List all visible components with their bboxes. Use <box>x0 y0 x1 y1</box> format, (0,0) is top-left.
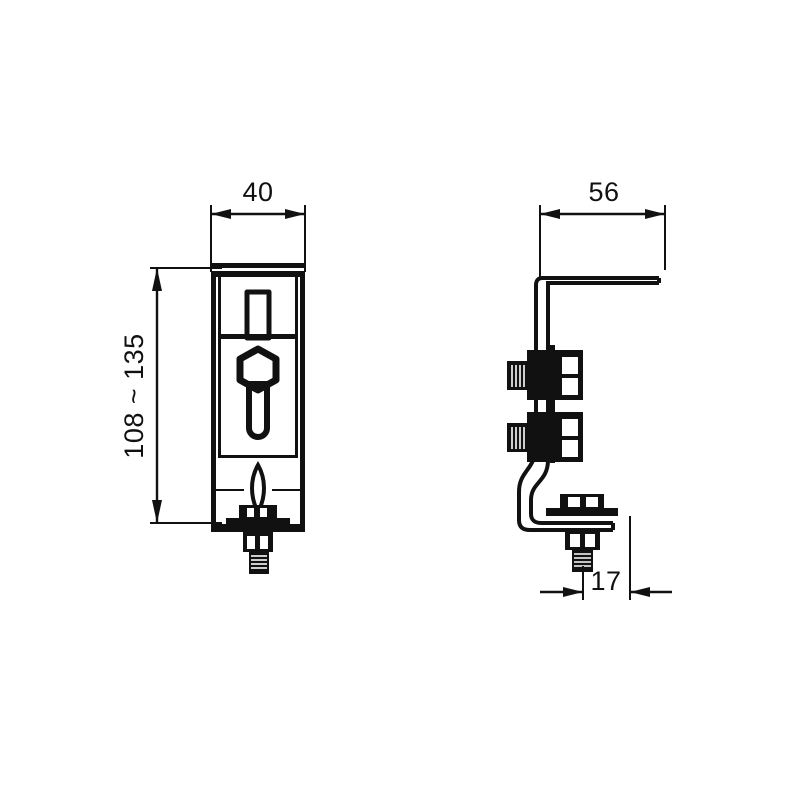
top-cap-bar <box>211 263 305 268</box>
dimension-label-108-135: 108 ~ 135 <box>119 333 149 458</box>
side-view <box>507 276 661 572</box>
top-cap-bar-lower <box>211 271 305 277</box>
foot-bolt-head-facet-left <box>568 497 580 507</box>
foot-bolt-head-facet-right <box>586 497 598 507</box>
dimension-108-135: 108 ~ 135 <box>119 267 222 524</box>
s-bend-inner <box>529 459 613 525</box>
arrowhead-right <box>630 587 650 597</box>
inner-plate-top-edge <box>218 334 298 339</box>
base-bolt-head-facet-left <box>247 508 254 517</box>
hex-keyhole-head <box>236 345 280 394</box>
arrowhead-right <box>285 209 305 219</box>
arrowhead-bottom <box>152 500 162 523</box>
upper-bolt-head <box>527 350 549 400</box>
arrowhead-left <box>540 209 560 219</box>
inner-plate-bottom-edge <box>218 455 298 458</box>
upper-bolt-assembly <box>507 350 583 400</box>
lower-nut-facet-bottom <box>562 440 578 457</box>
dimension-label-17: 17 <box>590 566 621 596</box>
front-view <box>211 263 305 574</box>
base-washer <box>226 518 290 524</box>
base-bolt-head <box>239 505 277 519</box>
dimension-17: 17 <box>540 516 672 600</box>
lower-bolt-head <box>527 412 549 462</box>
foot-nut-facet-right <box>585 534 595 547</box>
s-bend-outer <box>517 444 613 532</box>
base-bolt-head-facet-right <box>260 508 267 517</box>
lower-nut-facet-top <box>562 419 578 436</box>
body-right-wall <box>300 277 305 524</box>
arrowhead-right <box>645 209 665 219</box>
body-left-wall <box>211 277 216 524</box>
dimension-40: 40 <box>210 177 306 272</box>
upper-bolt-thread-block <box>507 361 529 390</box>
dimension-56: 56 <box>539 177 666 278</box>
base-plate <box>211 524 305 532</box>
keyhole-slot-stem <box>246 381 270 440</box>
arrowhead-top <box>152 268 162 291</box>
base-nut-facet-left <box>247 536 255 549</box>
lower-bolt-assembly <box>507 412 583 462</box>
upper-nut-facet-top <box>562 357 578 374</box>
foot-nut-facet-left <box>570 534 580 547</box>
body-left-inner-wall <box>218 277 221 457</box>
arrowhead-left <box>211 209 231 219</box>
vertical-spine-outer <box>534 276 543 445</box>
dimension-label-40: 40 <box>242 177 273 207</box>
foot-washer-plate <box>546 508 618 516</box>
dimension-label-56: 56 <box>588 177 619 207</box>
leaf-opening <box>250 460 266 517</box>
top-vertical-slot <box>244 289 272 341</box>
upper-nut-facet-bottom <box>562 378 578 395</box>
top-arm-lower-edge <box>546 281 659 345</box>
arrowhead-left <box>563 587 583 597</box>
lower-bolt-thread-block <box>507 423 529 452</box>
body-right-inner-wall <box>295 277 298 457</box>
bolt-flange-plate <box>550 345 555 463</box>
base-nut-facet-right <box>260 536 268 549</box>
